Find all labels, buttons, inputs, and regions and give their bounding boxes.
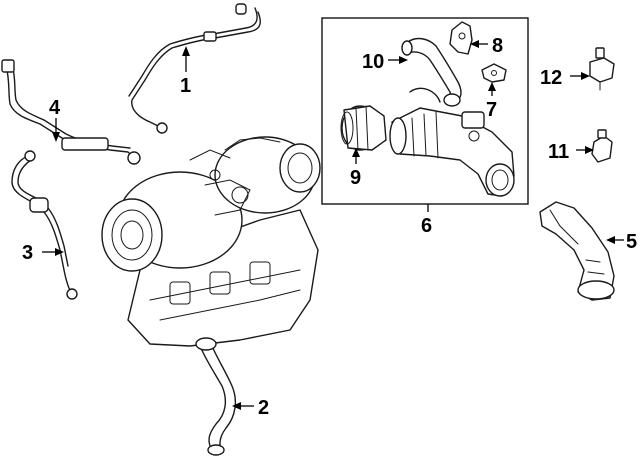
turbocharger-assembly bbox=[101, 136, 321, 347]
callout-9: 9 bbox=[350, 167, 361, 189]
part-12-sensor bbox=[589, 47, 615, 91]
part-6-group-box bbox=[321, 17, 529, 205]
part-1-oil-feed-line bbox=[128, 3, 261, 134]
leader-lines bbox=[42, 40, 624, 410]
part-8-bracket bbox=[449, 21, 473, 55]
callout-8: 8 bbox=[492, 35, 503, 57]
part-2-lower-hose bbox=[195, 337, 237, 456]
part-5-intake-duct bbox=[539, 201, 615, 301]
callout-6: 6 bbox=[421, 215, 432, 237]
callout-12: 12 bbox=[540, 67, 562, 89]
callout-7: 7 bbox=[486, 99, 497, 121]
part-6-intake-pipe bbox=[389, 87, 515, 197]
callout-2: 2 bbox=[258, 397, 269, 419]
callout-11: 11 bbox=[548, 141, 569, 163]
callout-4: 4 bbox=[49, 97, 61, 119]
part-9-coupler bbox=[340, 105, 387, 151]
callout-5: 5 bbox=[626, 231, 637, 253]
callout-10: 10 bbox=[362, 51, 384, 73]
part-11-sensor bbox=[591, 129, 613, 163]
callout-3: 3 bbox=[22, 242, 33, 264]
part-4-coolant-line bbox=[1, 59, 141, 165]
part-3-oil-line bbox=[11, 150, 78, 300]
part-7-bracket bbox=[481, 63, 507, 83]
part-10-hose bbox=[401, 37, 462, 107]
callout-1: 1 bbox=[180, 75, 191, 97]
